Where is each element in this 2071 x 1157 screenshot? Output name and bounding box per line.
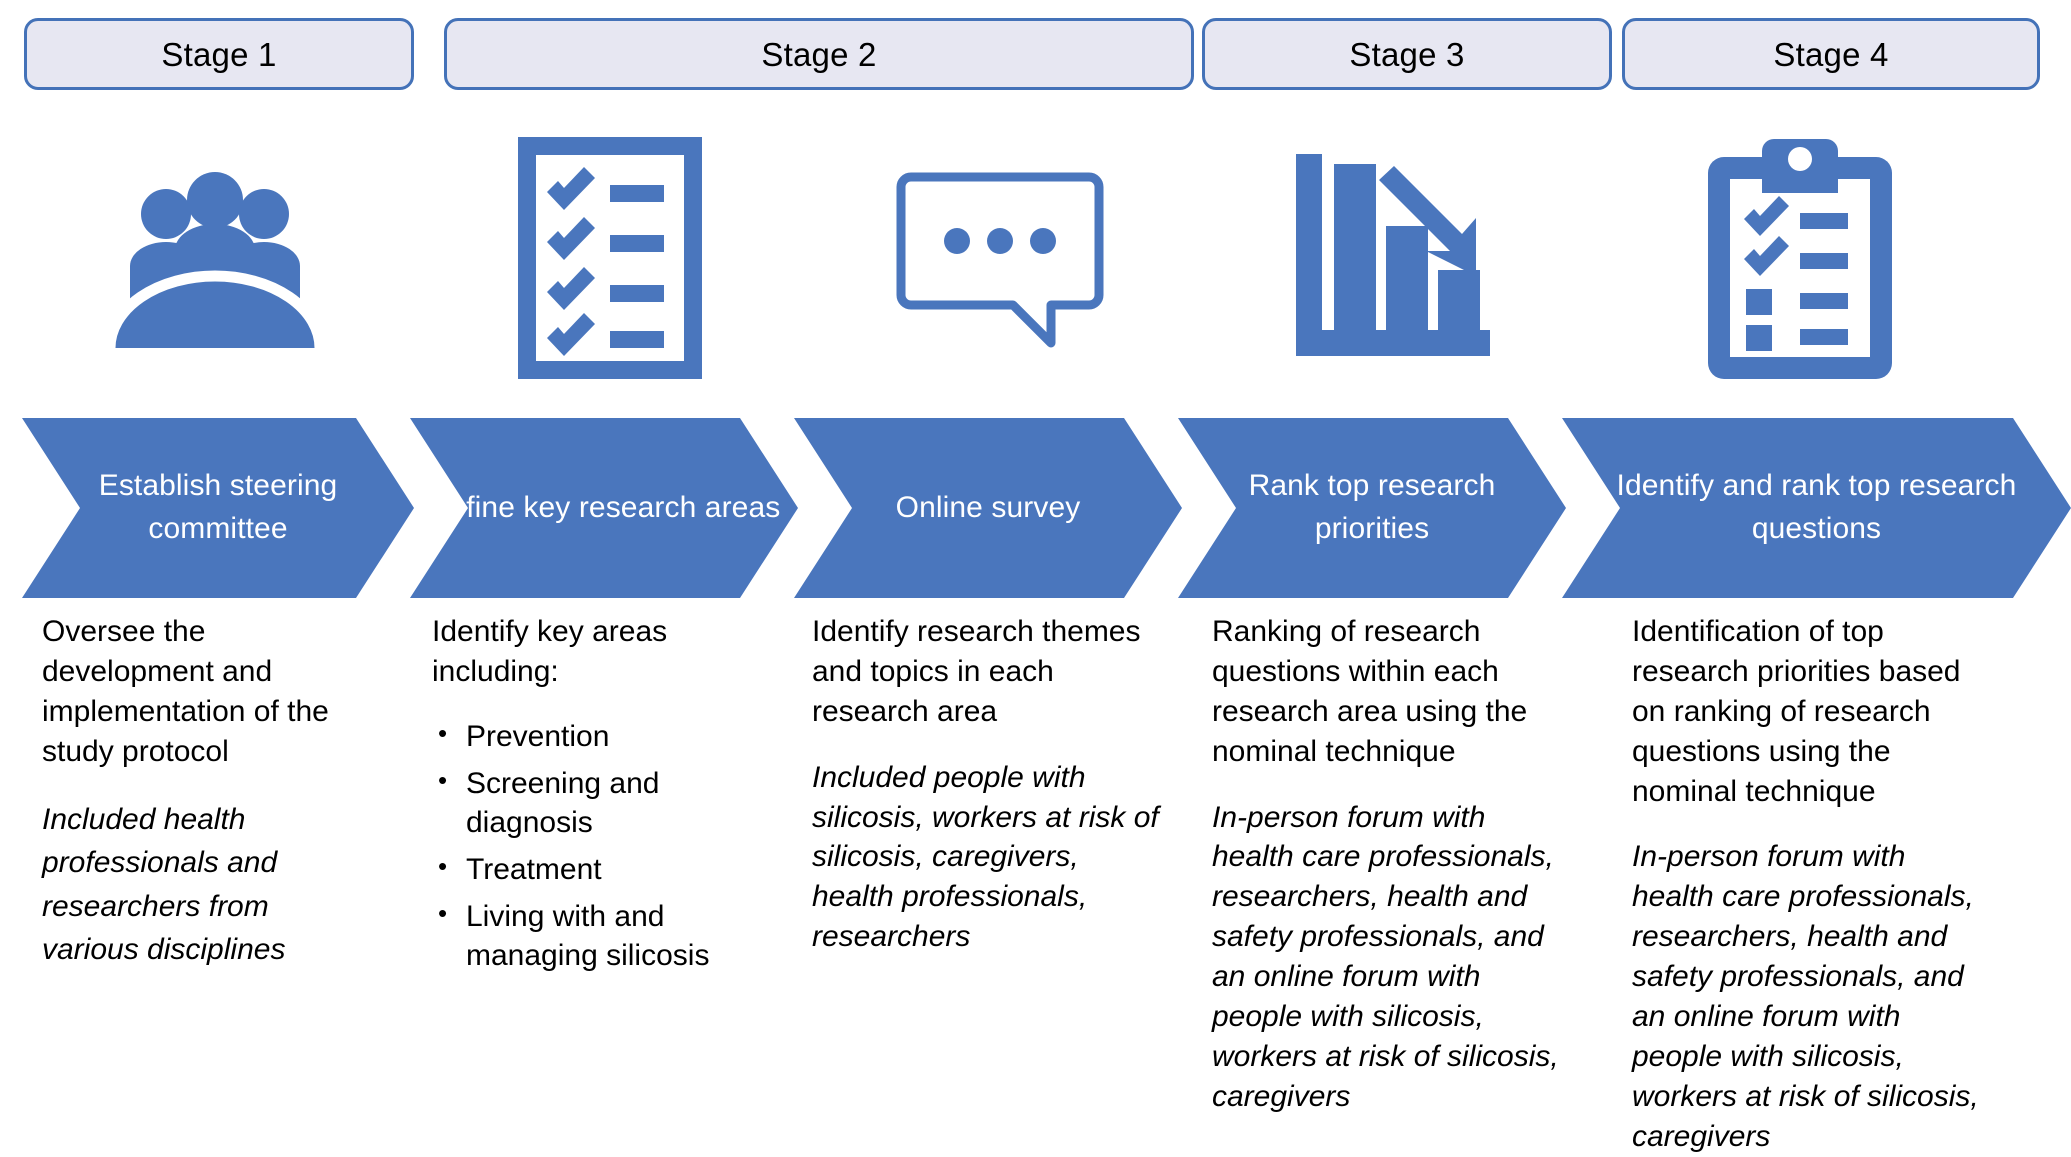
list-item: Living with and managing silicosis xyxy=(438,897,752,975)
process-diagram: Stage 1 Stage 2 Stage 3 Stage 4 xyxy=(0,0,2071,1093)
speech-bubble-icon xyxy=(896,172,1104,348)
icon-cell-1 xyxy=(20,108,410,408)
checklist-document-icon xyxy=(518,137,702,379)
stage-box-3[interactable]: Stage 3 xyxy=(1202,18,1612,90)
icon-cell-2 xyxy=(420,108,800,408)
list-item: Screening and diagnosis xyxy=(438,764,752,842)
description-row: Oversee the development and implementati… xyxy=(0,612,2071,1153)
description-bullet-list-2: Prevention Screening and diagnosis Treat… xyxy=(432,717,752,975)
stage-box-2[interactable]: Stage 2 xyxy=(444,18,1194,90)
declining-bar-chart-icon xyxy=(1296,154,1490,356)
description-column-2: Identify key areas including: Prevention… xyxy=(432,612,752,984)
chevron-label-1: Establish steering committee xyxy=(98,469,338,545)
list-item: Prevention xyxy=(438,717,752,756)
description-column-5: Identification of top research prioritie… xyxy=(1632,612,1992,1157)
description-italic-4: In-person forum with health care profess… xyxy=(1212,800,1559,1113)
chevron-step-4[interactable]: Rank top research priorities xyxy=(1178,418,1566,598)
description-plain-3: Identify research themes and topics in e… xyxy=(812,615,1141,728)
chevron-label-2: Define key research areas xyxy=(427,490,781,524)
description-column-3: Identify research themes and topics in e… xyxy=(812,612,1162,957)
clipboard-checklist-icon xyxy=(1708,139,1892,379)
chevron-step-5[interactable]: Identify and rank top research questions xyxy=(1562,418,2071,598)
chevron-label-3: Online survey xyxy=(895,490,1081,524)
chevron-step-1[interactable]: Establish steering committee xyxy=(22,418,414,598)
chevron-label-5: Identify and rank top research questions xyxy=(1616,469,2017,545)
committee-people-icon xyxy=(104,172,326,349)
chevron-step-2[interactable]: Define key research areas xyxy=(410,418,798,598)
chevron-label-4: Rank top research priorities xyxy=(1248,469,1496,545)
stage-label-2: Stage 2 xyxy=(761,35,877,73)
stage-label-3: Stage 3 xyxy=(1349,35,1465,73)
description-plain-5: Identification of top research prioritie… xyxy=(1632,615,1961,808)
stage-label-4: Stage 4 xyxy=(1773,35,1889,73)
description-column-1: Oversee the development and implementati… xyxy=(42,612,372,972)
description-column-4: Ranking of research questions within eac… xyxy=(1212,612,1562,1117)
icon-row xyxy=(0,108,2071,408)
stage-box-1[interactable]: Stage 1 xyxy=(24,18,414,90)
description-plain-4: Ranking of research questions within eac… xyxy=(1212,615,1528,768)
list-item: Treatment xyxy=(438,850,752,889)
description-plain-2: Identify key areas including: xyxy=(432,615,668,688)
icon-cell-4 xyxy=(1200,108,1580,408)
stage-label-1: Stage 1 xyxy=(161,35,277,73)
stage-header-row: Stage 1 Stage 2 Stage 3 Stage 4 xyxy=(0,0,2071,110)
chevron-step-3[interactable]: Online survey xyxy=(794,418,1182,598)
chevron-flow-row: Establish steering committee Define key … xyxy=(0,418,2071,598)
description-italic-3: Included people with silicosis, workers … xyxy=(812,760,1159,954)
description-italic-5: In-person forum with health care profess… xyxy=(1632,840,1979,1153)
stage-box-4[interactable]: Stage 4 xyxy=(1622,18,2040,90)
icon-cell-3 xyxy=(810,108,1190,408)
description-italic-1: Included health professionals and resear… xyxy=(42,802,286,967)
description-plain-1: Oversee the development and implementati… xyxy=(42,615,329,768)
icon-cell-5 xyxy=(1600,108,2000,408)
